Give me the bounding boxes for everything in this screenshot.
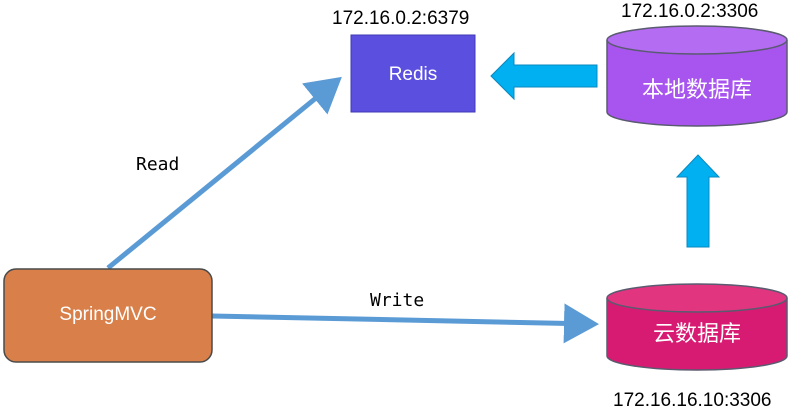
- cloud-db-cylinder: [606, 283, 788, 371]
- cloud-db-address: 172.16.16.10:3306: [613, 390, 772, 411]
- local-db-address: 172.16.0.2:3306: [621, 1, 759, 22]
- read-arrow: [106, 76, 342, 270]
- sync-arrow-up: [675, 154, 721, 248]
- write-arrow: [211, 303, 599, 344]
- local-db-label: 本地数据库: [641, 77, 752, 102]
- cloud-db-label: 云数据库: [652, 321, 741, 346]
- redis-address: 172.16.0.2:6379: [332, 8, 470, 29]
- springmvc-label: SpringMVC: [59, 304, 157, 325]
- sync-arrow-left: [490, 51, 598, 101]
- redis-label: Redis: [388, 64, 438, 85]
- read-edge-label: Read: [136, 154, 180, 175]
- local-db-cylinder: [606, 25, 788, 127]
- write-edge-label: Write: [370, 290, 425, 311]
- redis-node: [350, 34, 476, 113]
- springmvc-node: [3, 268, 213, 363]
